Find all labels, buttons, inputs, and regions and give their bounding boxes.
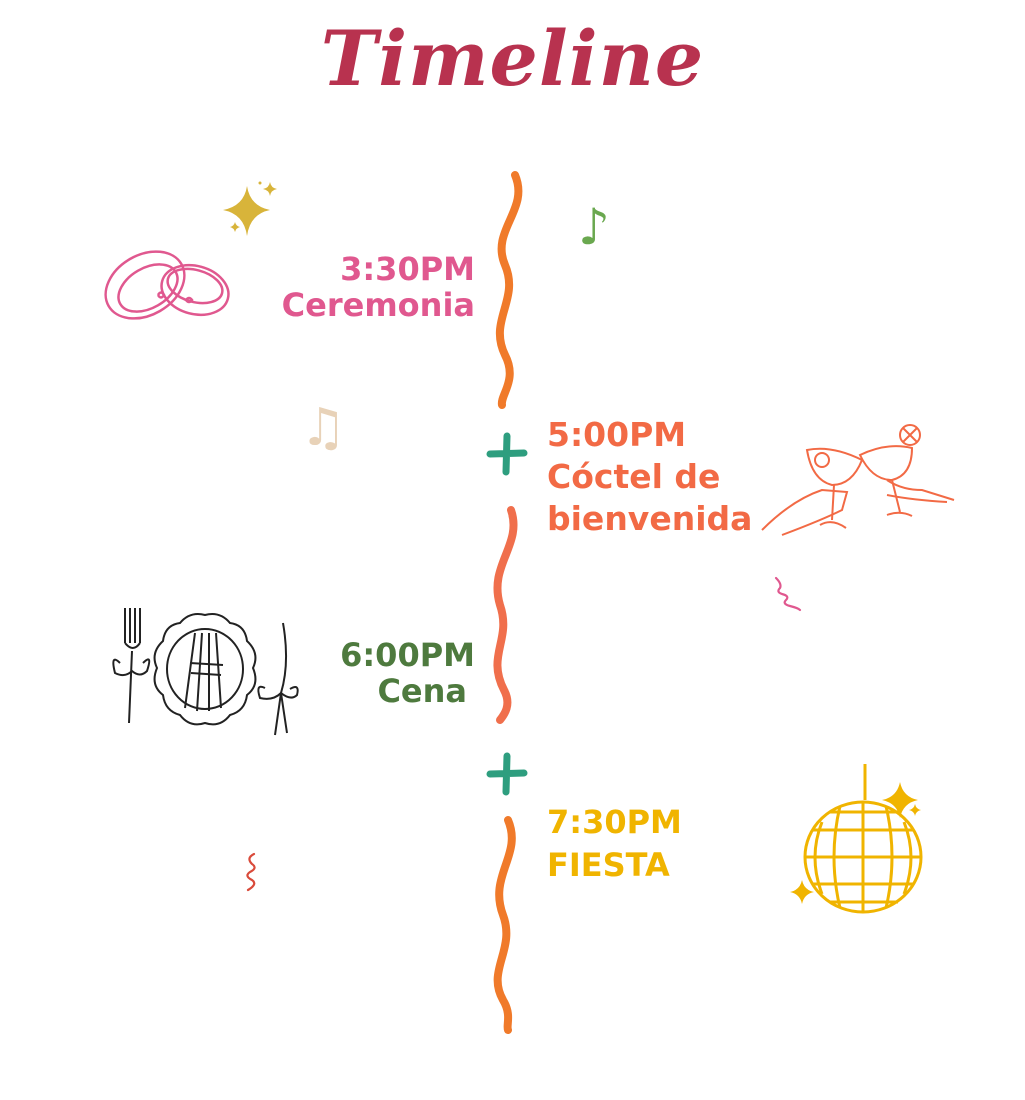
event-time: 3:30PM — [340, 250, 475, 288]
confetti-swirl-icon — [246, 852, 256, 892]
sparkle-icon — [223, 181, 277, 236]
event-ceremony: 3:30PM Ceremonia — [281, 250, 475, 324]
timeline-squiggle-2 — [493, 506, 518, 724]
timeline-squiggle-3 — [493, 816, 516, 1034]
event-label: Ceremonia — [281, 285, 475, 324]
wedding-rings-icon — [104, 250, 230, 320]
place-setting-icon — [112, 608, 299, 736]
event-time: 6:00PM — [340, 636, 475, 674]
music-note-icon: ♪ — [578, 198, 610, 256]
toasting-glasses-icon — [761, 424, 955, 536]
plus-icon — [486, 432, 528, 476]
event-time: 7:30PM — [547, 803, 682, 841]
double-music-note-icon: ♫ — [300, 398, 347, 458]
page-title: Timeline — [320, 14, 705, 103]
disco-ball-icon — [790, 764, 923, 914]
event-label: Cena — [377, 671, 467, 710]
plus-icon — [486, 752, 528, 796]
timeline-squiggle-1 — [496, 171, 523, 409]
event-cocktail: 5:00PM Cóctel de bienvenida — [547, 414, 752, 540]
confetti-swirl-icon — [774, 576, 802, 612]
event-label-line2: bienvenida — [547, 498, 753, 538]
event-dinner: 6:00PM Cena — [340, 636, 475, 710]
event-label: FIESTA — [547, 846, 670, 885]
event-party: 7:30PM FIESTA — [547, 801, 682, 887]
event-label-line1: Cóctel de — [547, 456, 721, 496]
event-time: 5:00PM — [547, 415, 687, 454]
